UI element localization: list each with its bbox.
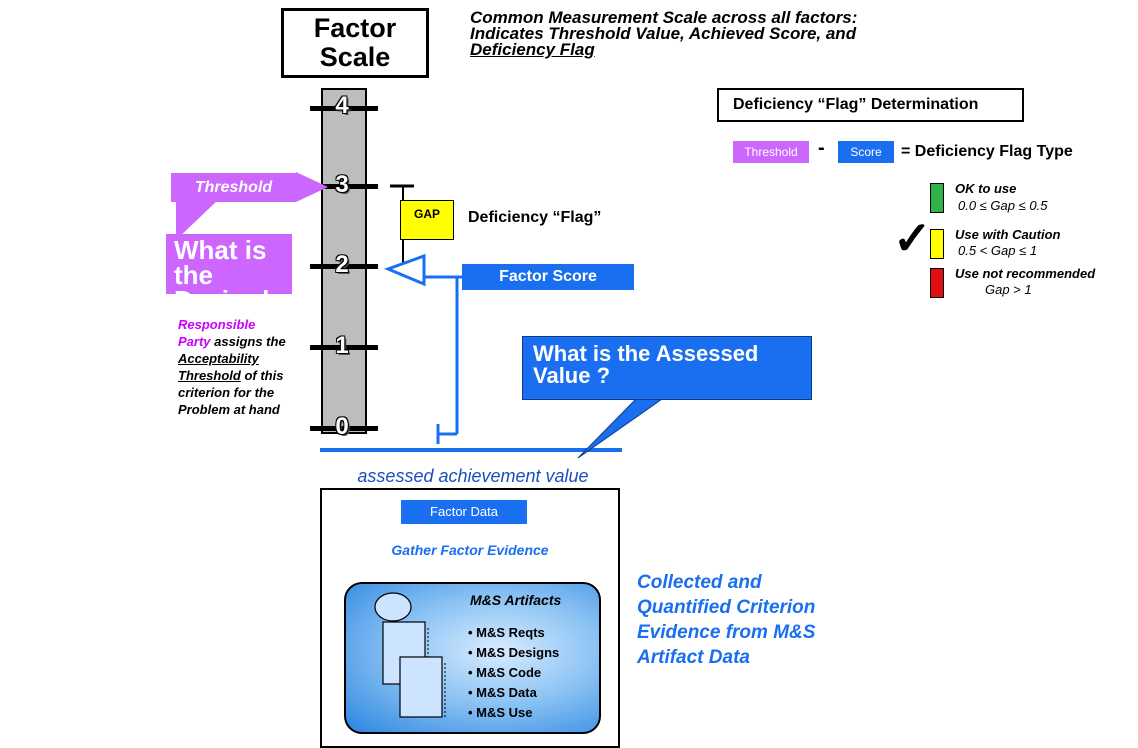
flag-yellow-swatch	[930, 229, 944, 259]
resp-part2: assigns the	[210, 334, 286, 349]
artifact-item: • M&S Use	[468, 705, 533, 720]
acceptability-threshold: Acceptability Threshold	[178, 351, 259, 383]
gap-box: GAP	[400, 200, 454, 240]
flag-type-equation: = Deficiency Flag Type	[901, 143, 1073, 160]
scale-label-1: 1	[335, 332, 349, 359]
scale-tick-0	[310, 426, 378, 431]
scale-label-4: 4	[335, 92, 349, 119]
resp-part4: of this criterion for the Problem at han…	[178, 368, 284, 417]
threshold-label: Threshold	[171, 173, 296, 202]
header-description: Common Measurement Scale across all fact…	[470, 8, 1070, 59]
scale-tick-2	[310, 264, 378, 269]
flag-green-swatch	[930, 183, 944, 213]
scale-label-0: 0	[335, 413, 349, 440]
scale-label-3: 3	[335, 171, 349, 198]
artifact-item: • M&S Reqts	[468, 625, 545, 640]
checkmark-icon: ✓	[893, 212, 932, 264]
flag-red-swatch	[930, 268, 944, 298]
collected-line2: Quantified Criterion	[637, 597, 816, 618]
flag-not-recommended-title: Use not recommended	[955, 266, 1096, 281]
flag-ok-range: 0.0 ≤ Gap ≤ 0.5	[958, 198, 1048, 213]
flag-ok-title: OK to use	[955, 181, 1017, 196]
factor-scale-bar	[321, 88, 367, 434]
gather-evidence-label: Gather Factor Evidence	[391, 542, 549, 558]
flag-caution-range: 0.5 < Gap ≤ 1	[958, 243, 1038, 258]
scale-tick-1	[310, 345, 378, 350]
collected-evidence-note: Collected and Quantified Criterion Evide…	[637, 570, 877, 670]
header-line2: Indicates Threshold Value, Achieved Scor…	[470, 24, 857, 43]
desired-level-text: What is the Desired Level ?	[174, 235, 304, 338]
assessed-value-callout: What is the Assessed Value ?	[522, 336, 812, 400]
assessed-achievement-label: assessed achievement value	[357, 466, 589, 486]
deficiency-flag-label: Deficiency “Flag”	[468, 209, 602, 226]
factor-scale-title: Factor Scale	[281, 8, 429, 78]
desired-line2: Desired Level ?	[174, 285, 270, 340]
collected-line1: Collected and	[637, 572, 762, 593]
scale-tick-4	[310, 106, 378, 111]
desired-level-callout	[166, 234, 292, 294]
threshold-chip: Threshold	[733, 141, 809, 163]
responsible-party: Responsible Party	[178, 317, 256, 349]
score-arrow-head	[383, 253, 426, 287]
factor-score-box: Factor Score	[462, 264, 634, 290]
artifacts-title: M&S Artifacts	[470, 592, 562, 608]
assessed-line1: What is the Assessed	[533, 341, 759, 366]
threshold-arrow-head	[296, 172, 328, 202]
desired-callout-tail	[176, 200, 218, 240]
factor-scale-line2: Scale	[319, 42, 391, 72]
artifact-item: • M&S Code	[468, 665, 542, 680]
assessed-line2: Value ?	[533, 363, 611, 388]
deficiency-determination-title: Deficiency “Flag” Determination	[717, 88, 1024, 122]
flag-caution-title: Use with Caution	[955, 227, 1061, 242]
factor-data-label: Factor Data	[401, 500, 527, 524]
responsible-party-note: Responsible Party assigns the Acceptabil…	[178, 316, 288, 418]
artifact-item: • M&S Data	[468, 685, 537, 700]
factor-scale-line1: Factor	[313, 13, 397, 43]
header-line3: Deficiency Flag	[470, 40, 595, 59]
artifact-item: • M&S Designs	[468, 645, 560, 660]
header-line1: Common Measurement Scale across all fact…	[470, 8, 858, 27]
scale-tick-3	[310, 184, 378, 189]
minus-sign: -	[818, 137, 825, 159]
collected-line3: Evidence from M&S	[637, 622, 816, 643]
flag-not-recommended-range: Gap > 1	[985, 282, 1032, 297]
desired-line1: What is the	[174, 235, 267, 290]
scale-label-2: 2	[335, 251, 349, 278]
collected-line4: Artifact Data	[637, 647, 750, 668]
score-chip: Score	[838, 141, 894, 163]
